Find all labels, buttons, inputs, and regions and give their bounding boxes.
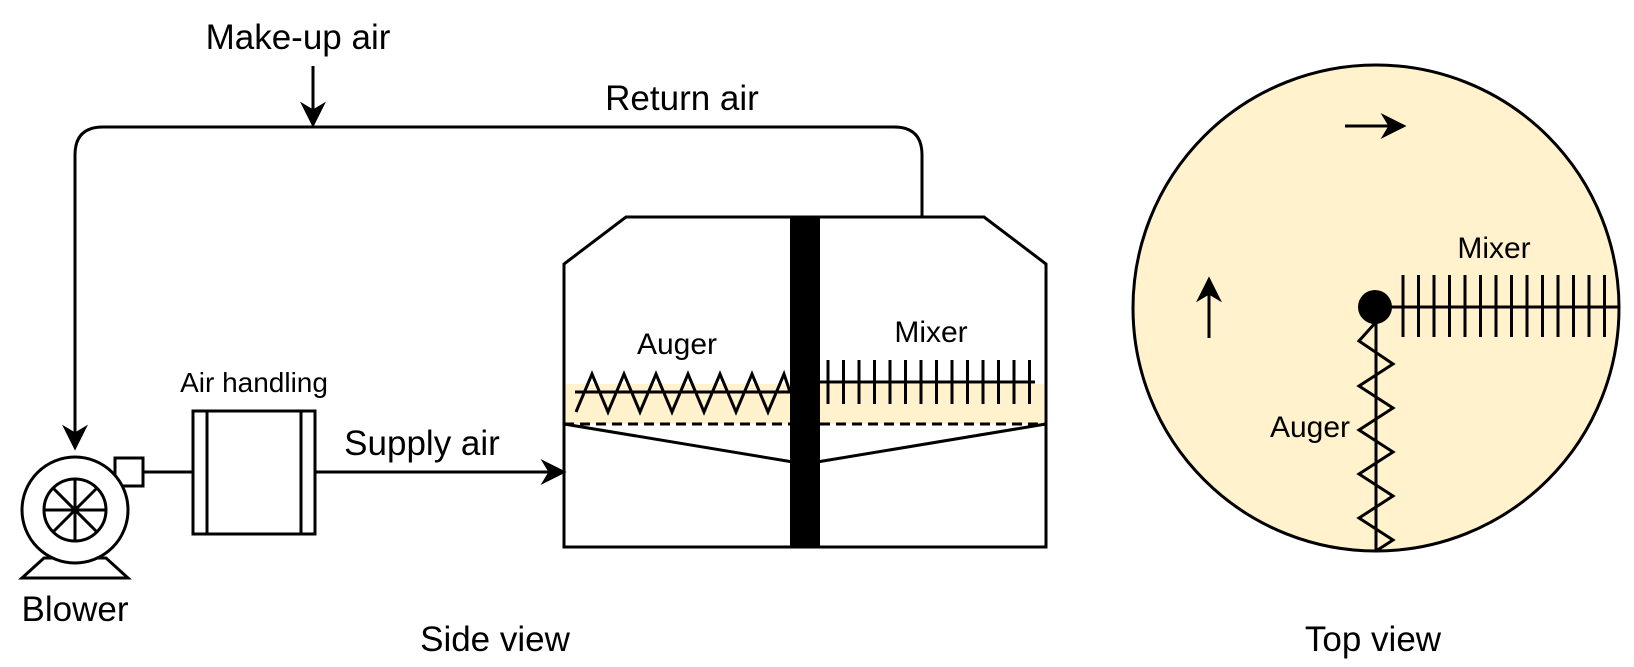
side-mixer-label: Mixer <box>894 316 967 349</box>
side-center-shaft <box>790 217 820 547</box>
side-auger <box>574 369 792 416</box>
top-mixer-label: Mixer <box>1457 232 1530 265</box>
top-view-label: Top view <box>1305 620 1442 659</box>
side-view-label: Side view <box>420 620 571 659</box>
return-air-label: Return air <box>605 79 759 118</box>
makeup-air-label: Make-up air <box>206 18 391 57</box>
side-auger-label: Auger <box>637 328 717 361</box>
supply-air-label: Supply air <box>344 424 500 463</box>
top-mixer <box>1375 275 1619 337</box>
top-auger <box>1356 307 1396 551</box>
air-handling-unit-icon <box>191 409 317 536</box>
air-handling-label: Air handling <box>180 367 328 398</box>
top-center-pivot <box>1358 290 1392 324</box>
side-view-vessel <box>562 215 1048 549</box>
blower-label: Blower <box>22 590 129 629</box>
side-mixer <box>820 360 1035 404</box>
blower-fan-icon <box>18 455 145 580</box>
top-auger-label: Auger <box>1270 411 1350 444</box>
return-air-duct <box>62 125 924 451</box>
